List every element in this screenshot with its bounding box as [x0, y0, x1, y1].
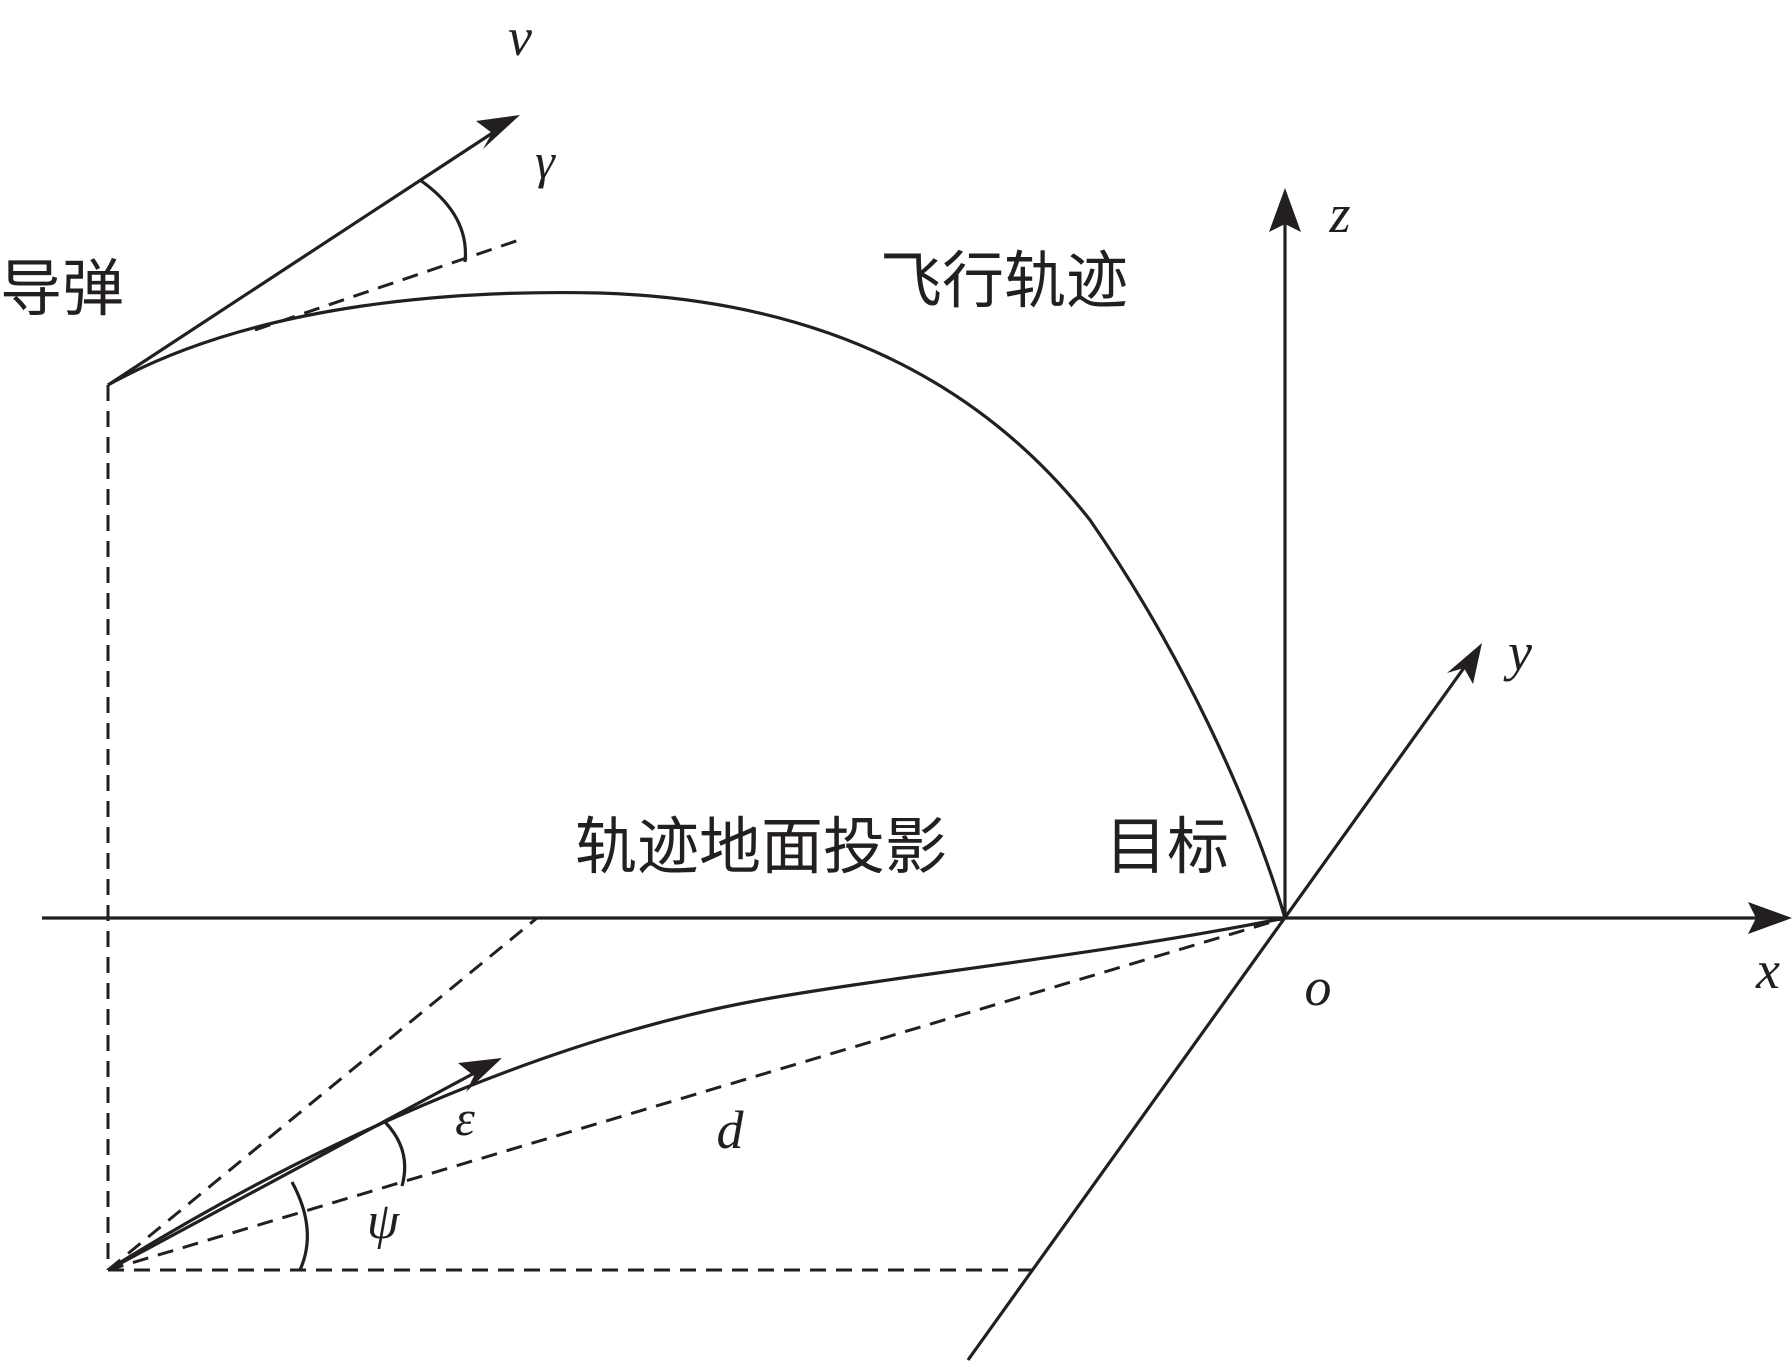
flight-trajectory-curve — [107, 290, 1287, 919]
z-axis-arrowhead — [1269, 188, 1301, 232]
label-flight-trajectory: 飞行轨迹 — [880, 244, 1128, 317]
psi-angle-arc — [290, 1181, 309, 1271]
epsilon-angle-arc — [383, 1120, 407, 1187]
label-y: y — [1503, 622, 1532, 682]
velocity-vector — [107, 128, 498, 387]
projected-velocity-arrowhead — [458, 1058, 502, 1092]
label-x: x — [1755, 940, 1780, 1000]
label-psi: ψ — [367, 1193, 401, 1250]
label-target: 目标 — [1105, 810, 1229, 883]
y-axis-arrowhead — [1447, 643, 1482, 684]
label-missile: 导弹 — [0, 252, 124, 325]
label-v: v — [508, 7, 532, 67]
label-ground-projection: 轨迹地面投影 — [575, 810, 947, 883]
velocity-arrowhead — [476, 115, 520, 149]
y-axis — [966, 664, 1468, 1361]
line-of-sight-d-dashed — [107, 916, 1286, 1272]
y-parallel-dashed-line — [107, 916, 538, 1272]
label-epsilon: ε — [455, 1090, 475, 1146]
label-o: o — [1305, 957, 1332, 1017]
label-z: z — [1328, 184, 1350, 244]
label-d: d — [717, 1100, 745, 1160]
x-axis-arrowhead — [1748, 902, 1792, 934]
label-gamma: γ — [535, 133, 556, 189]
gamma-reference-dashed-line — [254, 236, 526, 332]
gamma-angle-arc — [419, 178, 468, 263]
ground-projection-curve — [107, 916, 1286, 1272]
projected-velocity-vector — [107, 1068, 481, 1272]
